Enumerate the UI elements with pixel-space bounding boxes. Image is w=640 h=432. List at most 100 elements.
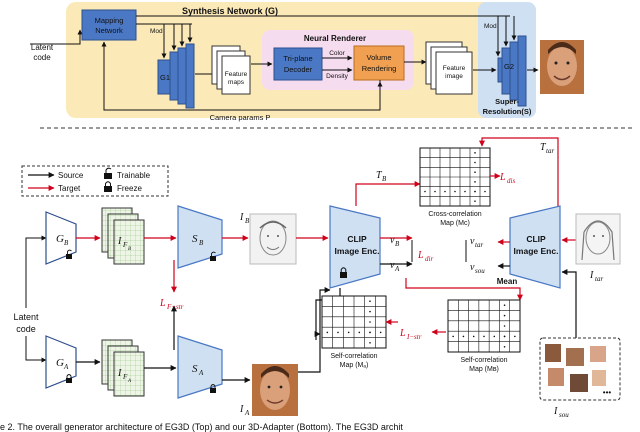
feature-image-stack	[425, 41, 473, 95]
ellipsis-dot	[503, 335, 506, 338]
mod-label-1: Mod	[150, 28, 163, 35]
g1-block	[157, 43, 195, 109]
latent-to-mapping-arrow	[30, 29, 83, 45]
legend-source: Source	[58, 171, 84, 180]
l-istr-sub: I−str	[406, 333, 422, 341]
ellipsis-dot	[369, 321, 371, 323]
i-tar-sub: tar	[595, 275, 603, 283]
mapping-label-2: Network	[95, 26, 123, 35]
t-tar-sub: tar	[546, 147, 554, 155]
ellipsis-dot	[326, 331, 329, 334]
mean-label: Mean	[497, 277, 518, 286]
bottom-latent-label-1: Latent	[13, 312, 39, 322]
triplane-label-2: Decoder	[284, 65, 313, 74]
triplane-decoder-block	[273, 47, 323, 81]
ellipsis-dot	[454, 190, 456, 193]
s-b-sub: B	[199, 239, 204, 247]
ellipsis-dot	[472, 335, 475, 338]
legend-trainable: Trainable	[117, 171, 151, 180]
sr-label-1: Super-	[495, 97, 519, 106]
i-a-sub: A	[244, 409, 250, 417]
legend-box	[21, 165, 169, 197]
s-b-superres	[177, 205, 223, 269]
i-fb-label: I	[117, 236, 122, 247]
l-dir-sub: dir	[425, 255, 433, 263]
ellipsis-dot	[484, 190, 486, 193]
mapping-label-1: Mapping	[95, 16, 124, 25]
bottom-latent-label-2: code	[16, 324, 36, 334]
i-tar-sketch-image	[575, 213, 621, 265]
ellipsis-dot	[493, 335, 496, 338]
feature-maps-label-2: maps	[228, 79, 245, 86]
i-fa-feature-stack	[101, 339, 145, 397]
top-latent-label-2: code	[33, 53, 51, 62]
camera-params-label: Camera params P	[210, 113, 271, 122]
ellipsis-dot	[474, 171, 476, 173]
g-b-generator	[45, 211, 77, 265]
clip-image-encoder-left	[329, 205, 381, 289]
feature-maps-label-1: Feature	[225, 71, 248, 78]
figure-caption: e 2. The overall generator architecture …	[0, 422, 403, 432]
ellipsis-dot	[464, 190, 466, 193]
g-b-sub: B	[64, 239, 69, 247]
ellipsis-dot	[514, 335, 516, 338]
ellipsis-dot	[369, 300, 371, 303]
ellipsis-dot	[369, 331, 371, 334]
clip-left-label-2: Image Enc.	[335, 246, 380, 256]
cross-corr-label-1: Cross-correlation	[428, 211, 481, 218]
ellipsis-dot	[474, 200, 476, 202]
color-label: Color	[329, 50, 345, 57]
i-fb-feature-stack	[101, 207, 145, 265]
unlock-icon	[104, 167, 112, 179]
self-correlation-grid-a	[322, 296, 386, 348]
self-corr-a-label-2: Map (Mₐ)	[340, 362, 369, 369]
density-label: Density	[326, 73, 348, 80]
l-dis-sub: dis	[507, 177, 515, 185]
feature-image-label-2: image	[445, 73, 463, 80]
i-b-sub: B	[245, 217, 250, 225]
ellipsis-dot	[503, 304, 506, 307]
i-sou-sub: sou	[559, 411, 569, 419]
volume-label-2: Rendering	[362, 64, 397, 73]
i-fa-label: I	[117, 368, 122, 379]
cross-correlation-grid	[420, 148, 490, 206]
v-a-label: v	[390, 260, 395, 271]
s-a-superres	[177, 335, 223, 399]
triplane-label-1: Tri-plane	[283, 54, 312, 63]
clip-left-lock-icon	[340, 267, 347, 278]
g2-block	[497, 35, 527, 107]
ellipsis-dot	[474, 161, 476, 164]
s-a-label: S	[192, 363, 198, 375]
t-b-sub: B	[382, 175, 387, 183]
legend-freeze: Freeze	[117, 184, 142, 193]
i-a-face-image	[252, 364, 298, 416]
clip-left-label-1: CLIP	[347, 234, 367, 244]
self-correlation-map-b	[447, 299, 521, 353]
i-sou-ellipsis: •••	[603, 388, 612, 397]
ellipsis-dot	[474, 152, 476, 154]
ellipsis-dot	[379, 331, 382, 334]
g2-label: G2	[504, 62, 514, 71]
sr-label-2: Resolution(S)	[483, 107, 532, 116]
i-fb-subsub: B	[128, 247, 131, 252]
clip-right-label-1: CLIP	[526, 234, 546, 244]
v-b-label: v	[390, 235, 395, 246]
i-fa-subsub: A	[127, 379, 132, 384]
self-corr-b-label-1: Self-correlation	[460, 357, 507, 364]
l-fstr-sub: F−str	[166, 303, 184, 311]
output-face-image	[540, 40, 584, 94]
mapping-network-block	[81, 9, 137, 41]
ellipsis-dot	[434, 190, 436, 193]
ellipsis-dot	[503, 346, 506, 348]
feature-maps-stack	[211, 45, 251, 95]
feature-image-label-1: Feature	[443, 65, 466, 72]
i-b-label: I	[239, 212, 244, 223]
ellipsis-dot	[337, 331, 339, 334]
i-b-sketch-image	[249, 213, 297, 265]
v-sou-sub: sou	[475, 267, 485, 275]
s-a-sub: A	[198, 369, 204, 377]
l-dir-label: L	[417, 250, 424, 261]
ellipsis-dot	[424, 190, 426, 193]
ellipsis-dot	[483, 335, 485, 338]
i-a-label: I	[239, 404, 244, 415]
